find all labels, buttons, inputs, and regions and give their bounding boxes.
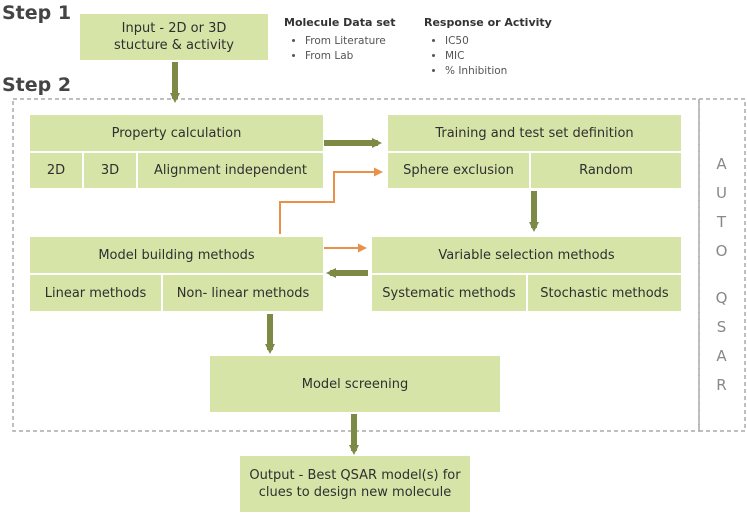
auto-qsar-letter: Q [715,289,729,307]
input-box-line-2: stucture & activity [114,38,234,53]
model-screening-box: Model screening [210,356,500,412]
response-title: Response or Activity [424,16,552,29]
property-calculation-title: Property calculation [30,115,323,151]
auto-qsar-letter: A [716,347,728,365]
response-item: % Inhibition [445,64,552,79]
auto-qsar-letter: O [715,242,729,260]
variable-selection-title: Variable selection methods [372,237,681,273]
step-1-label: Step 1 [2,2,72,24]
molecule-data-set: Molecule Data set From Literature From L… [284,16,395,64]
property-cell-3d: 3D [84,153,136,188]
variable-cell-stochastic: Stochastic methods [528,275,681,311]
input-box: Input - 2D or 3D stucture & activity [80,14,268,60]
step-2-label: Step 2 [2,74,72,96]
auto-qsar-dashed-frame [698,98,746,432]
response-item: MIC [445,49,552,64]
variable-cell-systematic: Systematic methods [372,275,526,311]
model-building-title: Model building methods [30,237,323,273]
input-box-line-1: Input - 2D or 3D [121,21,227,36]
orange-arrow-model-to-training [279,167,383,234]
training-cell-sphere-exclusion: Sphere exclusion [388,153,529,188]
output-box-line-2: clues to design new molecule [258,485,452,500]
training-test-set-title: Training and test set definition [388,115,681,151]
auto-qsar-letter: S [716,318,728,336]
output-box: Output - Best QSAR model(s) for clues to… [240,456,470,512]
auto-qsar-letter: U [716,184,728,202]
training-cell-random: Random [531,153,681,188]
auto-qsar-letter: A [716,155,728,173]
model-cell-non-linear: Non- linear methods [163,275,323,311]
auto-qsar-gap [699,266,745,284]
auto-qsar-letter: R [716,376,728,394]
response-activity: Response or Activity IC50 MIC % Inhibiti… [424,16,552,79]
property-cell-2d: 2D [30,153,82,188]
model-cell-linear: Linear methods [30,275,161,311]
molecule-data-item: From Literature [305,34,395,49]
molecule-data-title: Molecule Data set [284,16,396,29]
molecule-data-item: From Lab [305,49,395,64]
response-item: IC50 [445,34,552,49]
auto-qsar-label: A U T O Q S A R [699,150,745,400]
output-box-line-1: Output - Best QSAR model(s) for [249,468,461,483]
auto-qsar-letter: T [716,213,728,231]
property-cell-alignment-independent: Alignment independent [138,153,323,188]
